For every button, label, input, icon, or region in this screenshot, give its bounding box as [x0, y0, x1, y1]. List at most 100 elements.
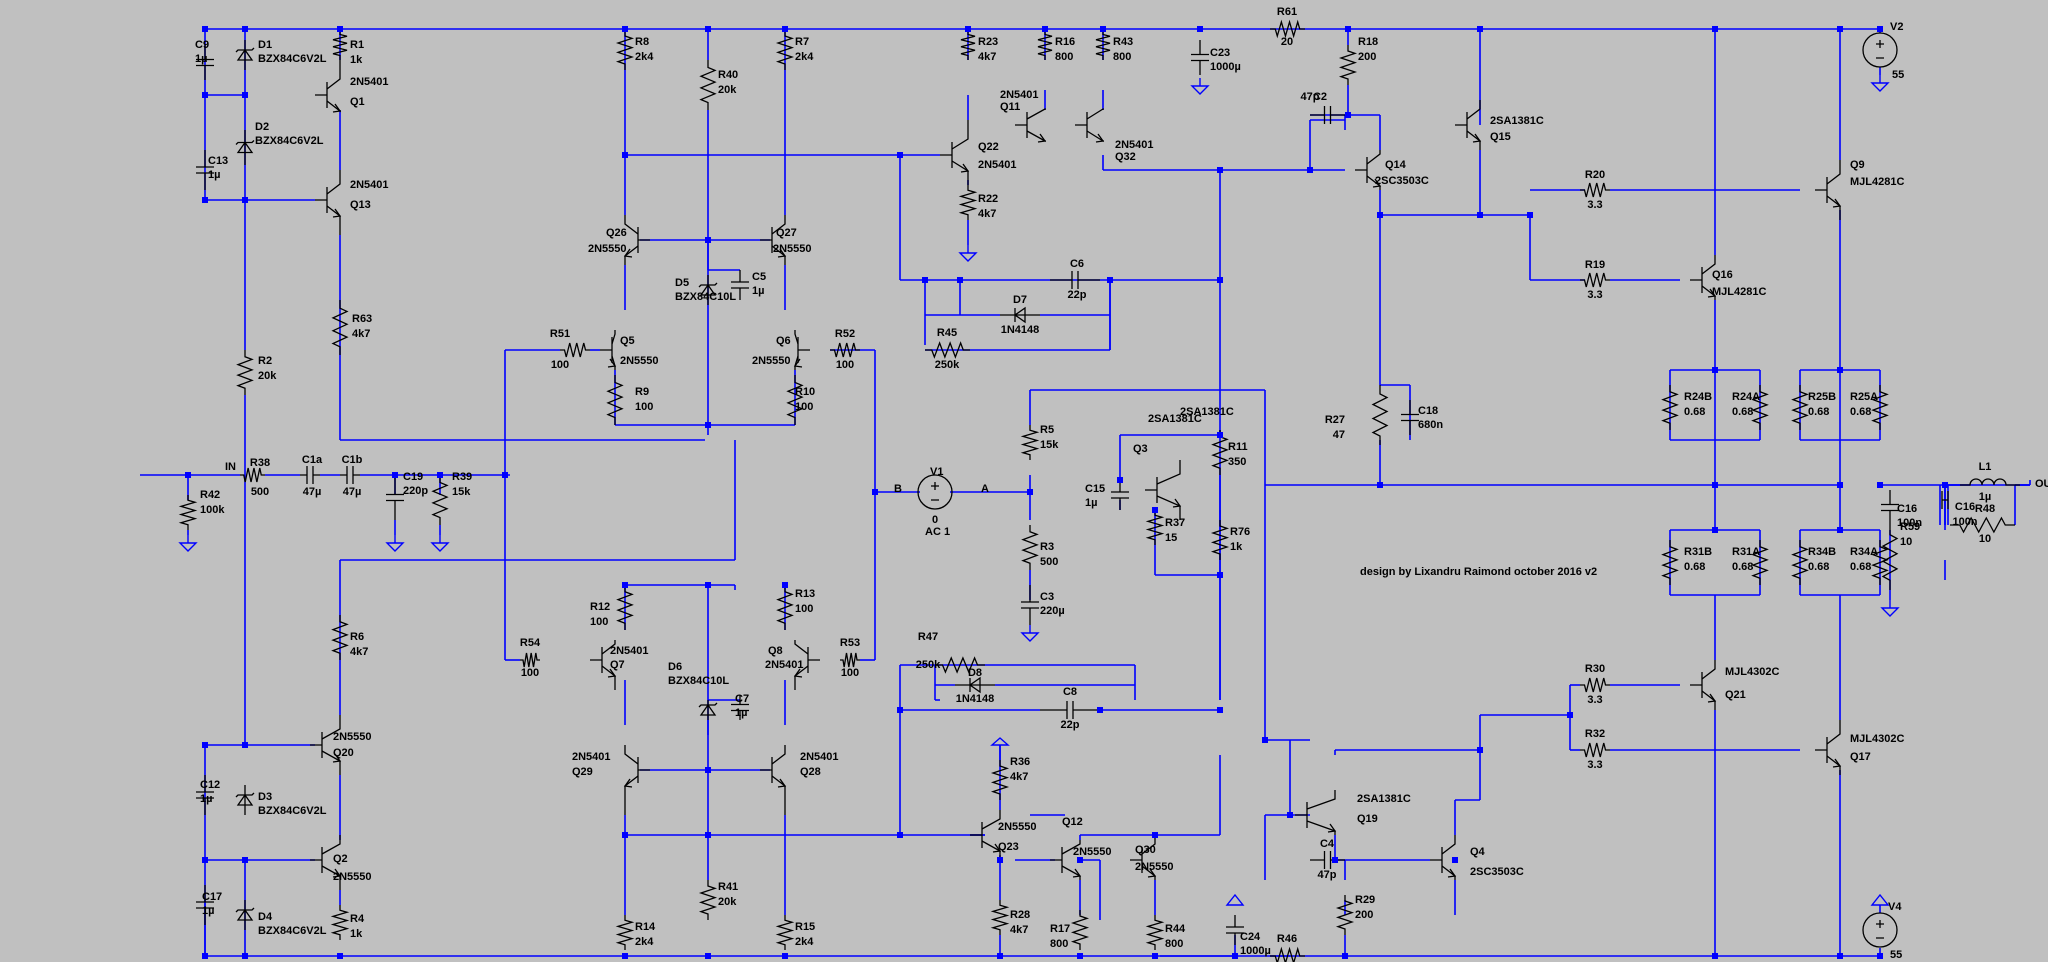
r48-ref-label: R48 — [1975, 503, 1995, 515]
junction-dot — [337, 953, 343, 959]
r29-resistor — [1335, 895, 1355, 935]
c7-ref-label: C7 — [735, 693, 749, 705]
r25a-ref-label: R25A — [1850, 391, 1878, 403]
junction-dot — [242, 26, 248, 32]
d3-ref-label: D3 — [258, 791, 272, 803]
r23-resistor — [960, 30, 976, 60]
q32-ref-label: Q32 — [1115, 151, 1136, 163]
r30-ref-label: R30 — [1585, 663, 1605, 675]
c16-ref-label: C16 — [1955, 501, 1975, 513]
r54-ref-label: R54 — [520, 637, 541, 649]
r24b-resistor — [1661, 385, 1679, 430]
c18-value-label: 680n — [1418, 419, 1443, 431]
junction-dot — [922, 277, 928, 283]
q19-value-label: 2SA1381C — [1357, 793, 1411, 805]
junction-dot — [1042, 26, 1048, 32]
junction-dot — [1077, 857, 1083, 863]
d8-ref-label: D8 — [968, 667, 982, 679]
d8-diode — [955, 676, 995, 694]
junction-dot — [1077, 953, 1083, 959]
q23-ref-label: Q23 — [998, 841, 1019, 853]
c16-capacitor — [1941, 491, 1949, 509]
junction-dot — [705, 26, 711, 32]
r25b-resistor — [1791, 385, 1809, 430]
c4-capacitor — [1310, 851, 1345, 869]
r48-resistor — [1950, 516, 2015, 534]
r7-ref-label: R7 — [795, 36, 809, 48]
junction-dot — [1107, 277, 1113, 283]
junction-dot — [782, 582, 788, 588]
q15-ref-label: Q15 — [1490, 131, 1511, 143]
q7-transistor — [590, 640, 617, 690]
r51-ref-label: R51 — [550, 328, 570, 340]
junction-dot — [897, 707, 903, 713]
c18-capacitor — [1401, 400, 1419, 435]
r37-resistor — [1145, 510, 1165, 545]
junction-dot — [622, 953, 628, 959]
c24-capacitor — [1226, 915, 1244, 945]
r39-resistor — [431, 475, 449, 525]
q21-transistor — [1690, 660, 1717, 710]
q13-value-label: 2N5401 — [350, 179, 389, 191]
v1-voltage-source — [917, 474, 953, 510]
q26-value-label: 2N5550 — [588, 243, 627, 255]
junction-dot — [782, 953, 788, 959]
c9-value-label: 1µ — [195, 53, 207, 65]
q15-value-label: 2SA1381C — [1490, 115, 1544, 127]
q4-transistor — [1430, 835, 1457, 880]
labels: C91µD1BZX84C6V2LR11k2N5401Q1D2BZX84C6V2L… — [195, 6, 2048, 961]
c3-capacitor — [1021, 585, 1039, 625]
r43-value-label: 800 — [1113, 51, 1131, 63]
q29-transistor — [623, 745, 650, 815]
junction-dot — [242, 742, 248, 748]
q1-value-label: 2N5401 — [350, 76, 389, 88]
c6-value-label: 22p — [1068, 289, 1087, 301]
q16-value-label: MJL4281C — [1712, 286, 1766, 298]
q27-ref-label: Q27 — [776, 227, 797, 239]
junction-dot — [392, 472, 398, 478]
r53-ref-label: R53 — [840, 637, 860, 649]
d4-diode — [235, 900, 255, 930]
junction-dot — [1877, 26, 1883, 32]
r12-ref-label: R12 — [590, 601, 610, 613]
junction-dot — [202, 197, 208, 203]
q30-transistor — [1130, 835, 1157, 880]
junction-dot — [1027, 489, 1033, 495]
c15-capacitor — [1111, 480, 1129, 510]
r25a-resistor — [1871, 385, 1889, 430]
r9-value-label: 100 — [635, 401, 653, 413]
junction-dot — [705, 582, 711, 588]
r42-value-label: 100k — [200, 504, 225, 516]
r25b-ref-label: R25B — [1808, 391, 1836, 403]
d6-ref-label: D6 — [668, 661, 682, 673]
junction-dot — [242, 953, 248, 959]
r2-resistor — [236, 350, 254, 395]
r1-resistor — [332, 30, 348, 60]
q8-value-label: 2N5401 — [765, 659, 804, 671]
r44-ref-label: R44 — [1165, 923, 1186, 935]
r76-value-label: 1k — [1230, 541, 1243, 553]
c12-value-label: 1µ — [200, 793, 212, 805]
input-net-label: IN — [225, 461, 236, 473]
q28-transistor — [760, 745, 787, 815]
r61-value-label: 20 — [1281, 36, 1293, 48]
r32-ref-label: R32 — [1585, 728, 1605, 740]
junction-dot — [242, 92, 248, 98]
r63-resistor — [331, 300, 349, 355]
r19-ref-label: R19 — [1585, 259, 1605, 271]
r46-resistor — [1270, 946, 1305, 962]
r41-ref-label: R41 — [718, 881, 738, 893]
junction-dot — [1567, 712, 1573, 718]
junction-dot — [1712, 527, 1718, 533]
c15-ref-label: C15 — [1085, 483, 1105, 495]
junction-dot — [1345, 112, 1351, 118]
c15-value-label: 1µ — [1085, 497, 1097, 509]
q20-value-label: 2N5550 — [333, 731, 372, 743]
q9-value-label: MJL4281C — [1850, 176, 1904, 188]
d2-value-label: BZX84C6V2L — [255, 135, 324, 147]
q5-value-label: 2N5550 — [620, 355, 659, 367]
r47-resistor — [935, 656, 985, 674]
ground-symbol — [1190, 78, 1210, 95]
c18-ref-label: C18 — [1418, 405, 1438, 417]
r52-value-label: 100 — [836, 359, 854, 371]
